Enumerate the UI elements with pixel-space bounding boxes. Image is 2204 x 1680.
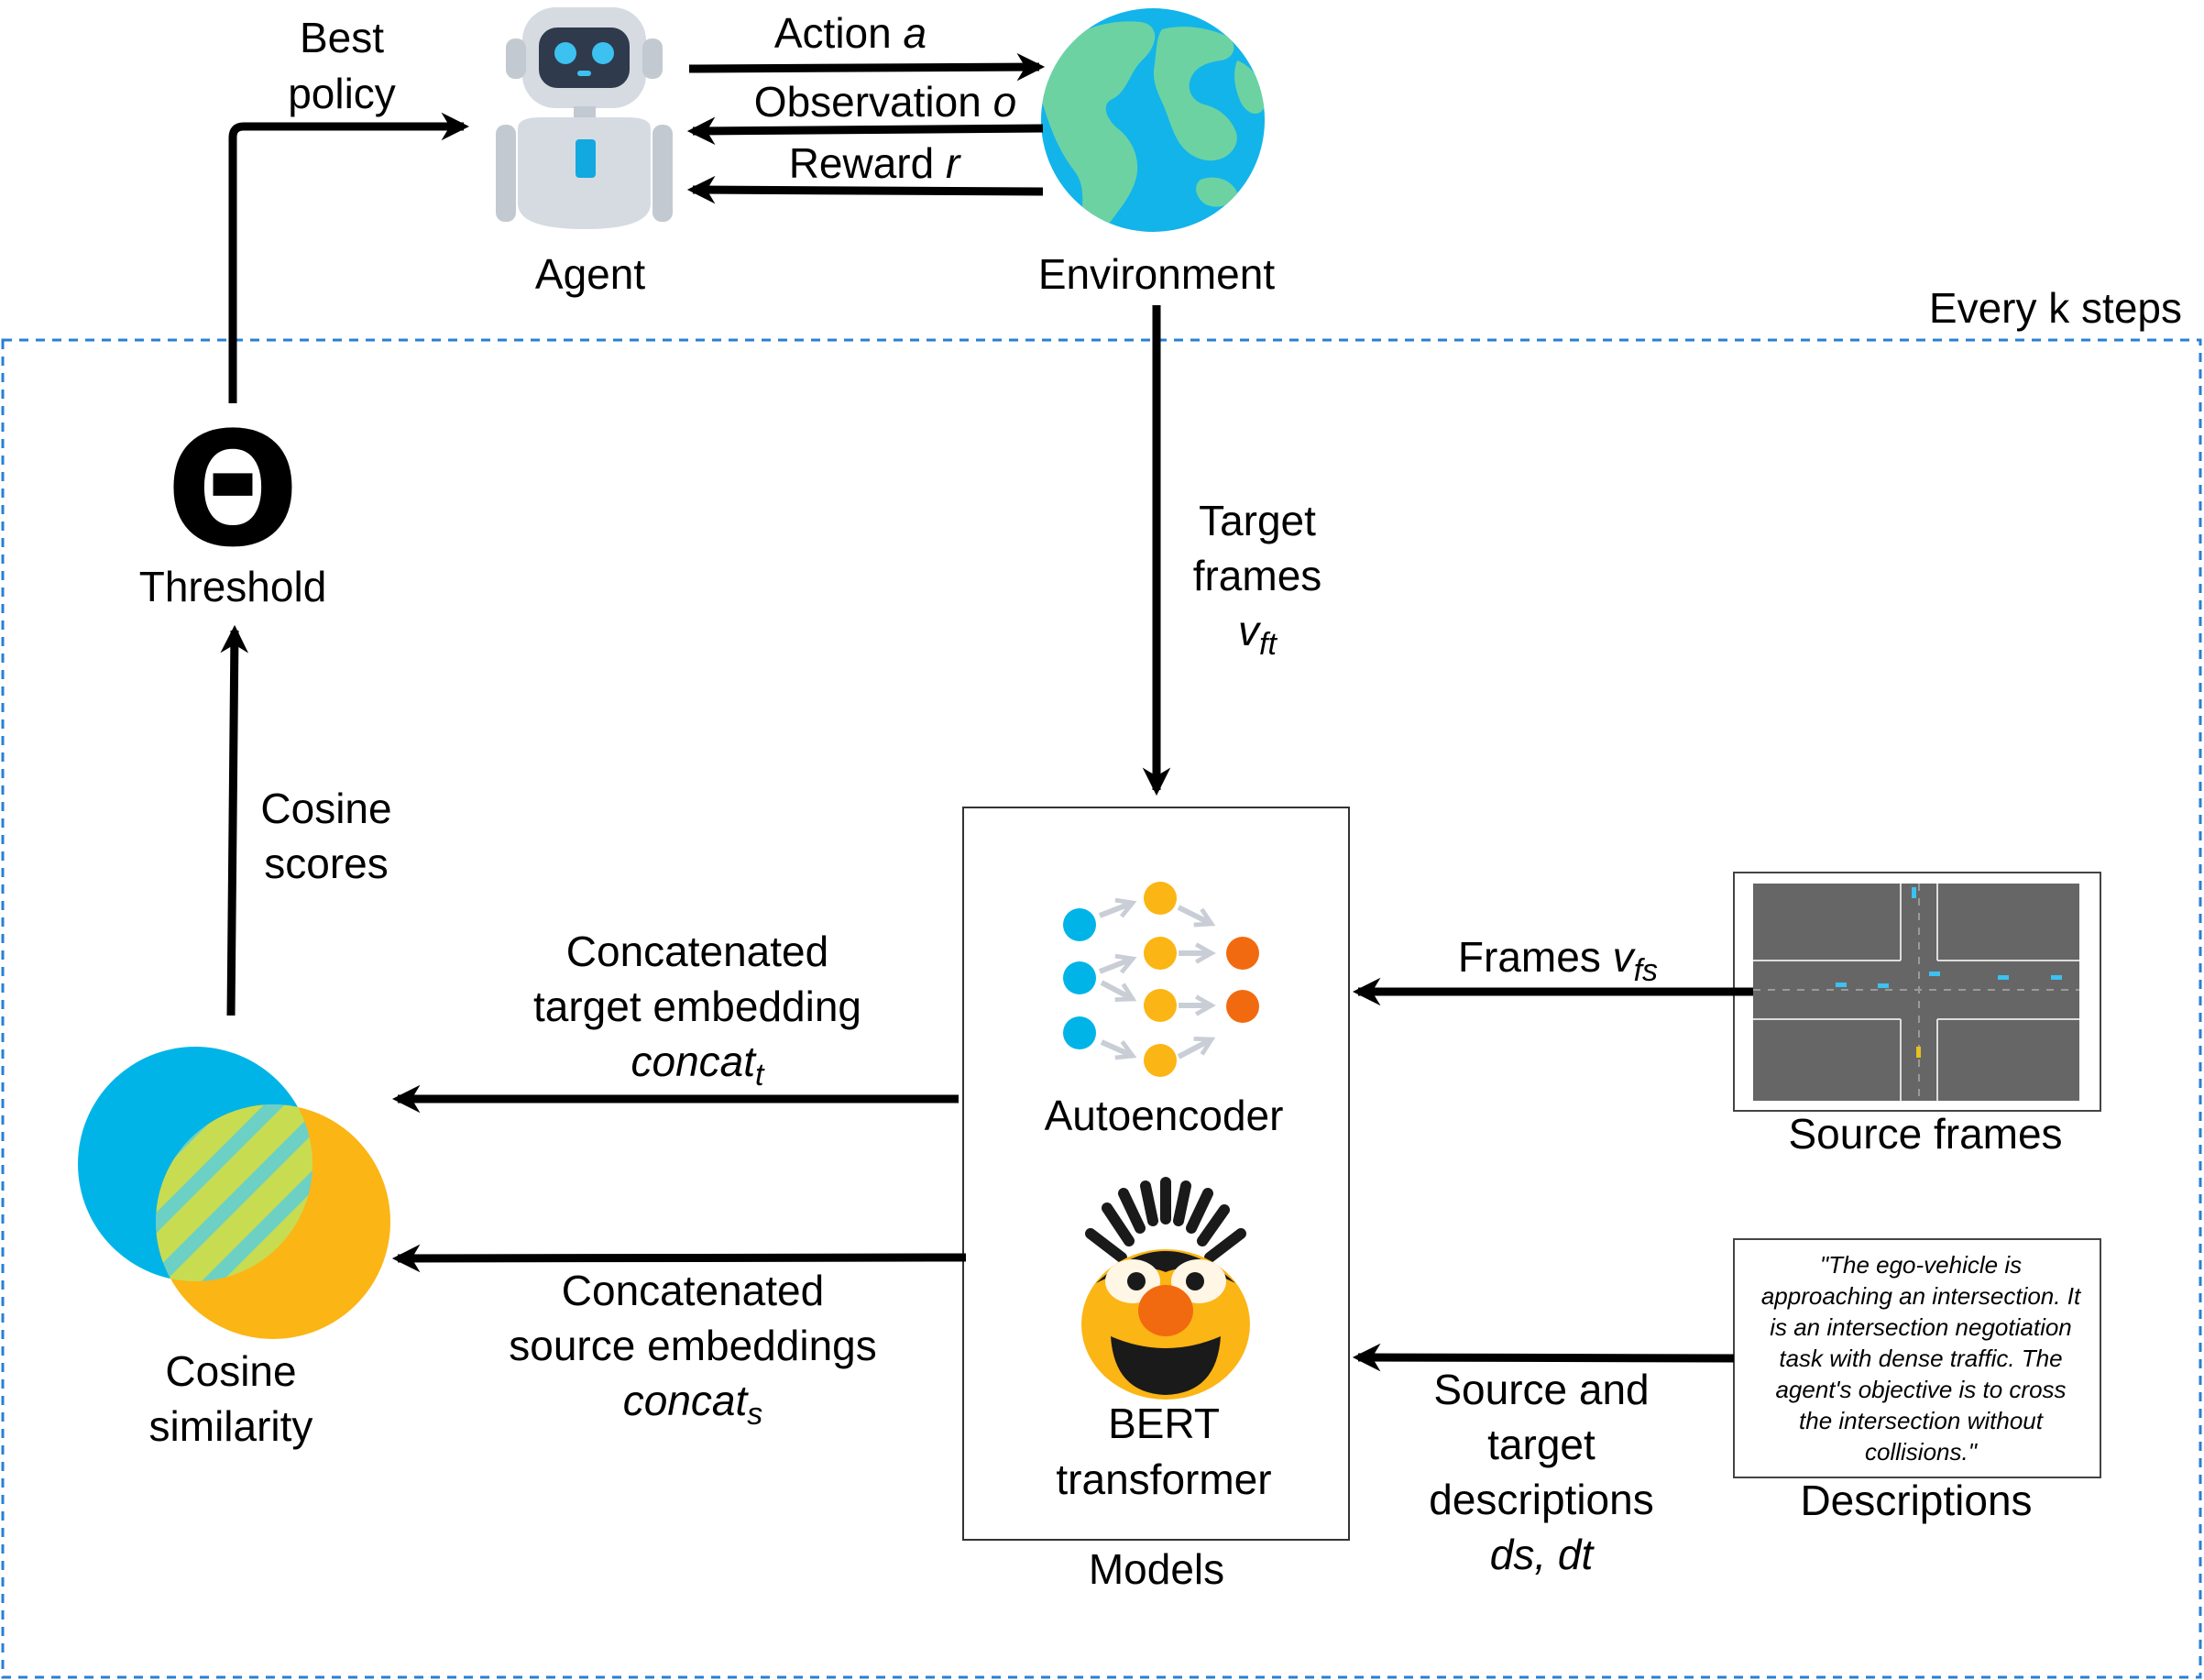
models-label: Models <box>1089 1545 1224 1593</box>
intersection-thumbnail-icon <box>1753 884 2079 1101</box>
best-policy-label-line1: Best <box>300 14 384 61</box>
descriptions-edge-vars: ds, dt <box>1490 1531 1595 1578</box>
models-box <box>962 807 1350 1541</box>
descriptions-edge-line3: descriptions <box>1429 1476 1653 1523</box>
concat-source-arrow <box>391 1244 967 1273</box>
cosine-similarity-line1: Cosine <box>165 1347 296 1395</box>
action-arrow <box>688 52 1046 82</box>
description-quote-line: approaching an intersection. It <box>1761 1282 2082 1310</box>
cosine-scores-line1: Cosine <box>260 785 391 832</box>
best-policy-label-line2: policy <box>288 70 396 117</box>
threshold-symbol-icon: Θ <box>166 398 300 582</box>
description-quote-line: task with dense traffic. The <box>1779 1345 2062 1372</box>
description-quote-line: collisions." <box>1865 1438 1979 1466</box>
description-quote: "The ego-vehicle is approaching an inter… <box>1761 1251 2082 1466</box>
bert-face-icon <box>1081 1177 1250 1400</box>
target-frames-var: vft <box>1238 607 1277 662</box>
description-quote-line: the intersection without <box>1799 1407 2045 1434</box>
descriptions-in-arrow <box>1352 1343 1735 1372</box>
autoencoder-label: Autoencoder <box>1045 1092 1284 1139</box>
agent-robot-icon <box>496 7 673 229</box>
concat-source-var: concats <box>623 1377 763 1432</box>
autoencoder-icon <box>1063 882 1259 1077</box>
cosine-similarity-venn-icon <box>78 1047 390 1339</box>
descriptions-edge-line2: target <box>1487 1421 1595 1468</box>
action-label: Action a <box>774 9 927 57</box>
concat-target-line2: target embedding <box>533 983 861 1030</box>
target-frames-line1: Target <box>1199 497 1316 544</box>
cosine-similarity-line2: similarity <box>149 1402 313 1450</box>
every-k-steps-label: Every k steps <box>1929 284 2182 332</box>
descriptions-label: Descriptions <box>1800 1477 2032 1524</box>
cosine-scores-arrow <box>220 624 249 1016</box>
description-quote-line: agent's objective is to cross <box>1775 1376 2066 1403</box>
observation-label: Observation o <box>754 78 1016 126</box>
concat-target-var: concatt <box>631 1038 766 1093</box>
bert-label-line2: transformer <box>1056 1455 1271 1503</box>
reward-arrow <box>686 175 1044 204</box>
descriptions-edge-line1: Source and <box>1433 1366 1649 1413</box>
description-quote-line: is an intersection negotiation <box>1770 1313 2072 1341</box>
environment-label: Environment <box>1038 250 1275 298</box>
agent-label: Agent <box>535 250 645 298</box>
best-policy-arrow <box>228 112 470 403</box>
description-quote-line: "The ego-vehicle is <box>1820 1251 2022 1279</box>
source-frames-label: Source frames <box>1788 1110 2062 1158</box>
concat-target-line1: Concatenated <box>566 928 828 975</box>
threshold-label: Threshold <box>139 563 327 610</box>
frames-in-label: Frames vfs <box>1458 933 1658 988</box>
concat-source-line2: source embeddings <box>509 1322 876 1369</box>
environment-globe-icon <box>1041 8 1265 232</box>
bert-label-line1: BERT <box>1108 1400 1220 1447</box>
observation-arrow <box>686 116 1044 146</box>
every-k-steps-region <box>1 338 2202 1679</box>
concat-source-line1: Concatenated <box>562 1267 824 1314</box>
target-frames-line2: frames <box>1193 552 1322 599</box>
reward-label: Reward r <box>789 139 961 187</box>
cosine-scores-line2: scores <box>264 840 388 887</box>
